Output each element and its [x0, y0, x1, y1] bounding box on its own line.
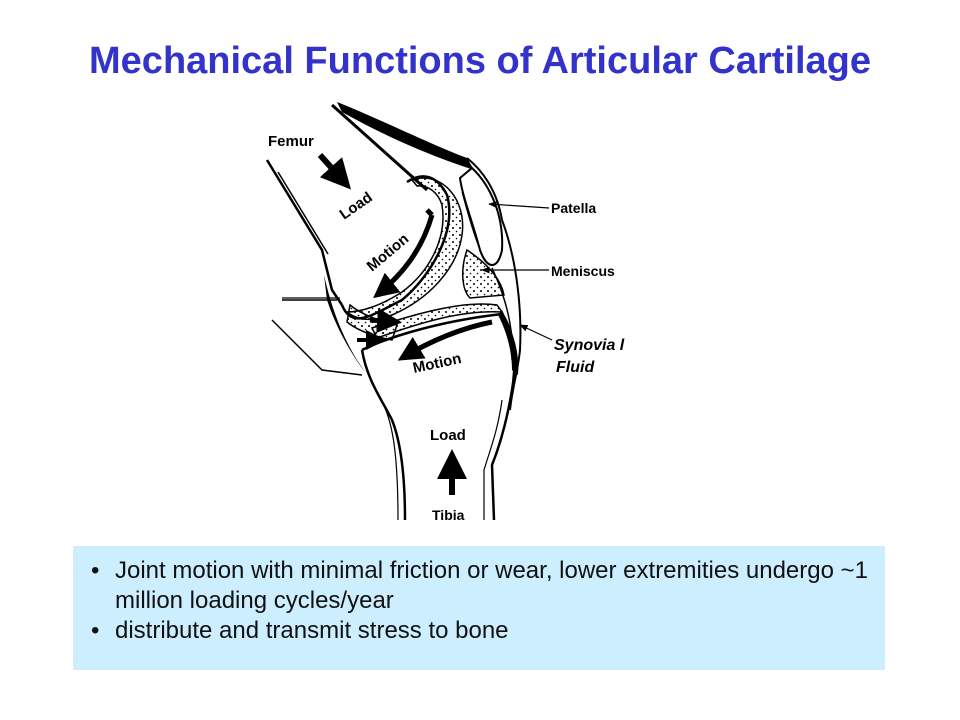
label-femur: Femur — [268, 133, 314, 150]
label-load-bottom: Load — [430, 427, 466, 444]
bullet-item: • Joint motion with minimal friction or … — [85, 556, 875, 616]
bullet-text: Joint motion with minimal friction or we… — [115, 557, 868, 614]
label-load-top: Load — [337, 189, 376, 223]
quadriceps-tendon — [337, 102, 474, 170]
label-motion-bottom: Motion — [411, 350, 463, 377]
meniscus — [462, 248, 505, 299]
femoral-cartilage — [344, 177, 464, 320]
knee-joint-diagram: Femur Load Motion Patella Meniscus Synov… — [262, 100, 662, 530]
label-fluid: Fluid — [556, 359, 595, 376]
bullet-text: distribute and transmit stress to bone — [115, 617, 509, 644]
bullet-item: • distribute and transmit stress to bone — [85, 616, 875, 646]
load-arrow-top — [317, 152, 352, 190]
summary-box: • Joint motion with minimal friction or … — [73, 546, 885, 670]
label-synovial: Synovia l — [554, 337, 625, 354]
motion-arrow-top — [373, 214, 435, 299]
slide-title: Mechanical Functions of Articular Cartil… — [89, 40, 871, 82]
tibia-bone — [360, 312, 516, 521]
motion-arrow-bottom — [397, 319, 493, 361]
bullet-marker: • — [91, 617, 100, 644]
bullet-marker: • — [91, 557, 100, 584]
label-tibia: Tibia — [432, 507, 465, 523]
label-meniscus: Meniscus — [551, 263, 615, 279]
patella — [458, 166, 504, 266]
label-patella: Patella — [551, 200, 596, 216]
